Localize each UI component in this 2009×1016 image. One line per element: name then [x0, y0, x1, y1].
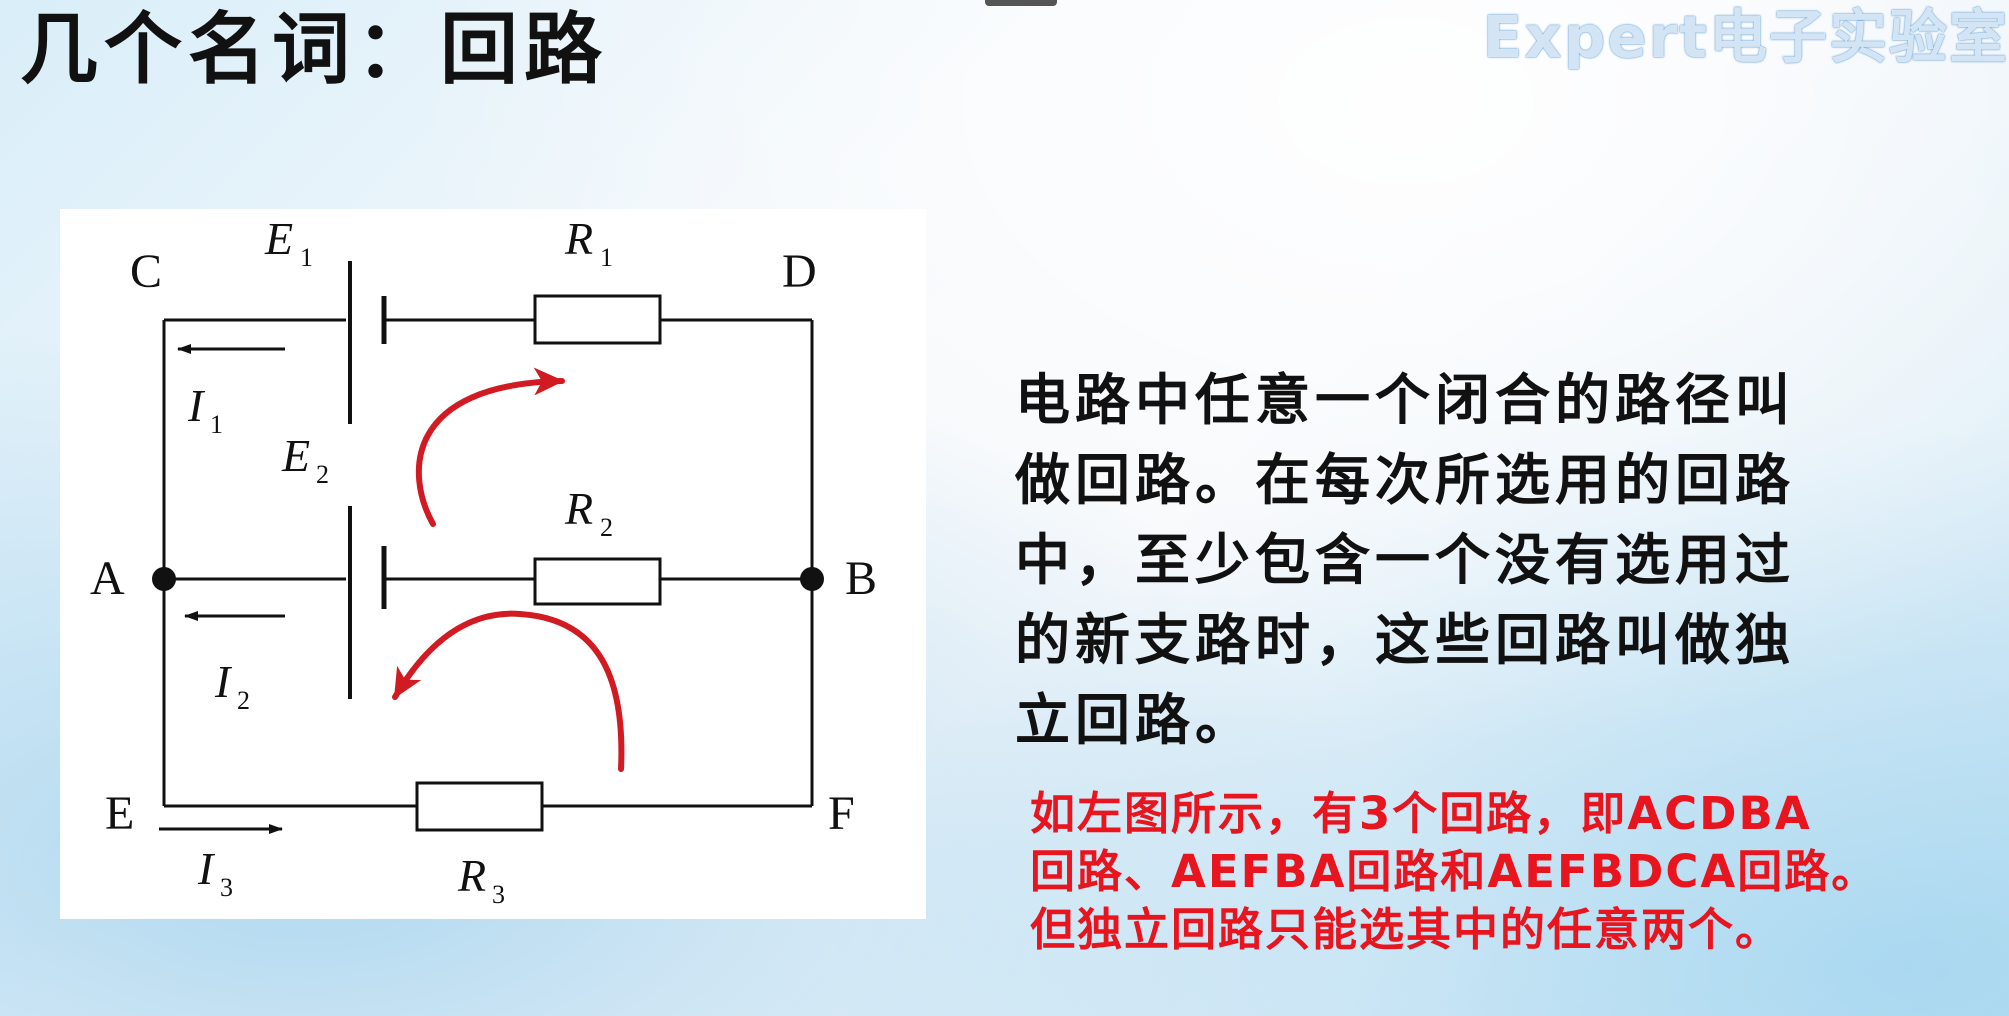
- node-b-dot: [800, 567, 824, 591]
- svg-text:R: R: [564, 213, 593, 264]
- example-note: 如左图所示，有3个回路，即ACDBA 回路、AEFBA回路和AEFBDCA回路。…: [1030, 785, 1990, 959]
- svg-text:1: 1: [300, 243, 313, 272]
- current-i2-label: I 2: [214, 656, 250, 715]
- node-a-label: A: [90, 552, 125, 605]
- battery-e1-symbol: [348, 261, 387, 424]
- circuit-diagram: C D A B E F E 1 E 2 R 1 R 2 R 3 I 1: [60, 209, 926, 919]
- svg-text:R: R: [457, 850, 486, 901]
- svg-text:3: 3: [220, 873, 233, 902]
- battery-e2-label: E 2: [281, 430, 329, 489]
- resistor-r1-symbol: [533, 294, 662, 345]
- loop-arrow-upper: [415, 367, 565, 527]
- slide-title: 几个名词：回路: [20, 5, 609, 95]
- circuit-svg: C D A B E F E 1 E 2 R 1 R 2 R 3 I 1: [90, 213, 877, 909]
- battery-e1-label: E 1: [264, 213, 313, 272]
- watermark: Expert电子实验室: [1482, 3, 2009, 71]
- definition-line: 做回路。在每次所选用的回路: [1015, 448, 1796, 512]
- svg-text:2: 2: [237, 686, 250, 715]
- definition-line: 电路中任意一个闭合的路径叫: [1015, 368, 1796, 432]
- window-tab-handle[interactable]: [985, 0, 1057, 6]
- node-e-label: E: [105, 787, 134, 840]
- example-line: 但独立回路只能选其中的任意两个。: [1030, 903, 1783, 956]
- node-d-label: D: [782, 245, 817, 298]
- battery-e2-symbol: [348, 506, 387, 699]
- current-i1-label: I 1: [187, 380, 223, 439]
- resistor-r2-label: R 2: [564, 483, 613, 542]
- node-f-label: F: [828, 787, 855, 840]
- svg-text:2: 2: [316, 460, 329, 489]
- resistor-r3-symbol: [415, 781, 544, 832]
- current-i3-label: I 3: [197, 843, 233, 902]
- svg-text:I: I: [214, 656, 233, 707]
- definition-line: 立回路。: [1015, 688, 1256, 752]
- node-c-label: C: [130, 245, 162, 298]
- resistor-r1-label: R 1: [564, 213, 613, 272]
- svg-text:E: E: [281, 430, 310, 481]
- loop-definition-text: 电路中任意一个闭合的路径叫 做回路。在每次所选用的回路 中，至少包含一个没有选用…: [1015, 360, 1865, 760]
- resistor-r3-label: R 3: [457, 850, 505, 909]
- resistor-r2-symbol: [533, 557, 662, 606]
- node-b-label: B: [845, 552, 877, 605]
- node-a-dot: [152, 567, 176, 591]
- circuit-wires: [162, 318, 814, 808]
- definition-line: 中，至少包含一个没有选用过: [1015, 528, 1796, 592]
- svg-text:2: 2: [600, 513, 613, 542]
- example-line: 回路、AEFBA回路和AEFBDCA回路。: [1030, 845, 1879, 898]
- svg-text:1: 1: [210, 410, 223, 439]
- definition-line: 的新支路时，这些回路叫做独: [1015, 608, 1796, 672]
- loop-arrow-lower: [392, 610, 625, 772]
- svg-text:3: 3: [492, 880, 505, 909]
- svg-text:1: 1: [600, 243, 613, 272]
- svg-text:R: R: [564, 483, 593, 534]
- svg-text:I: I: [187, 380, 206, 431]
- svg-text:I: I: [197, 843, 216, 894]
- svg-text:E: E: [264, 213, 293, 264]
- example-line: 如左图所示，有3个回路，即ACDBA: [1030, 787, 1812, 840]
